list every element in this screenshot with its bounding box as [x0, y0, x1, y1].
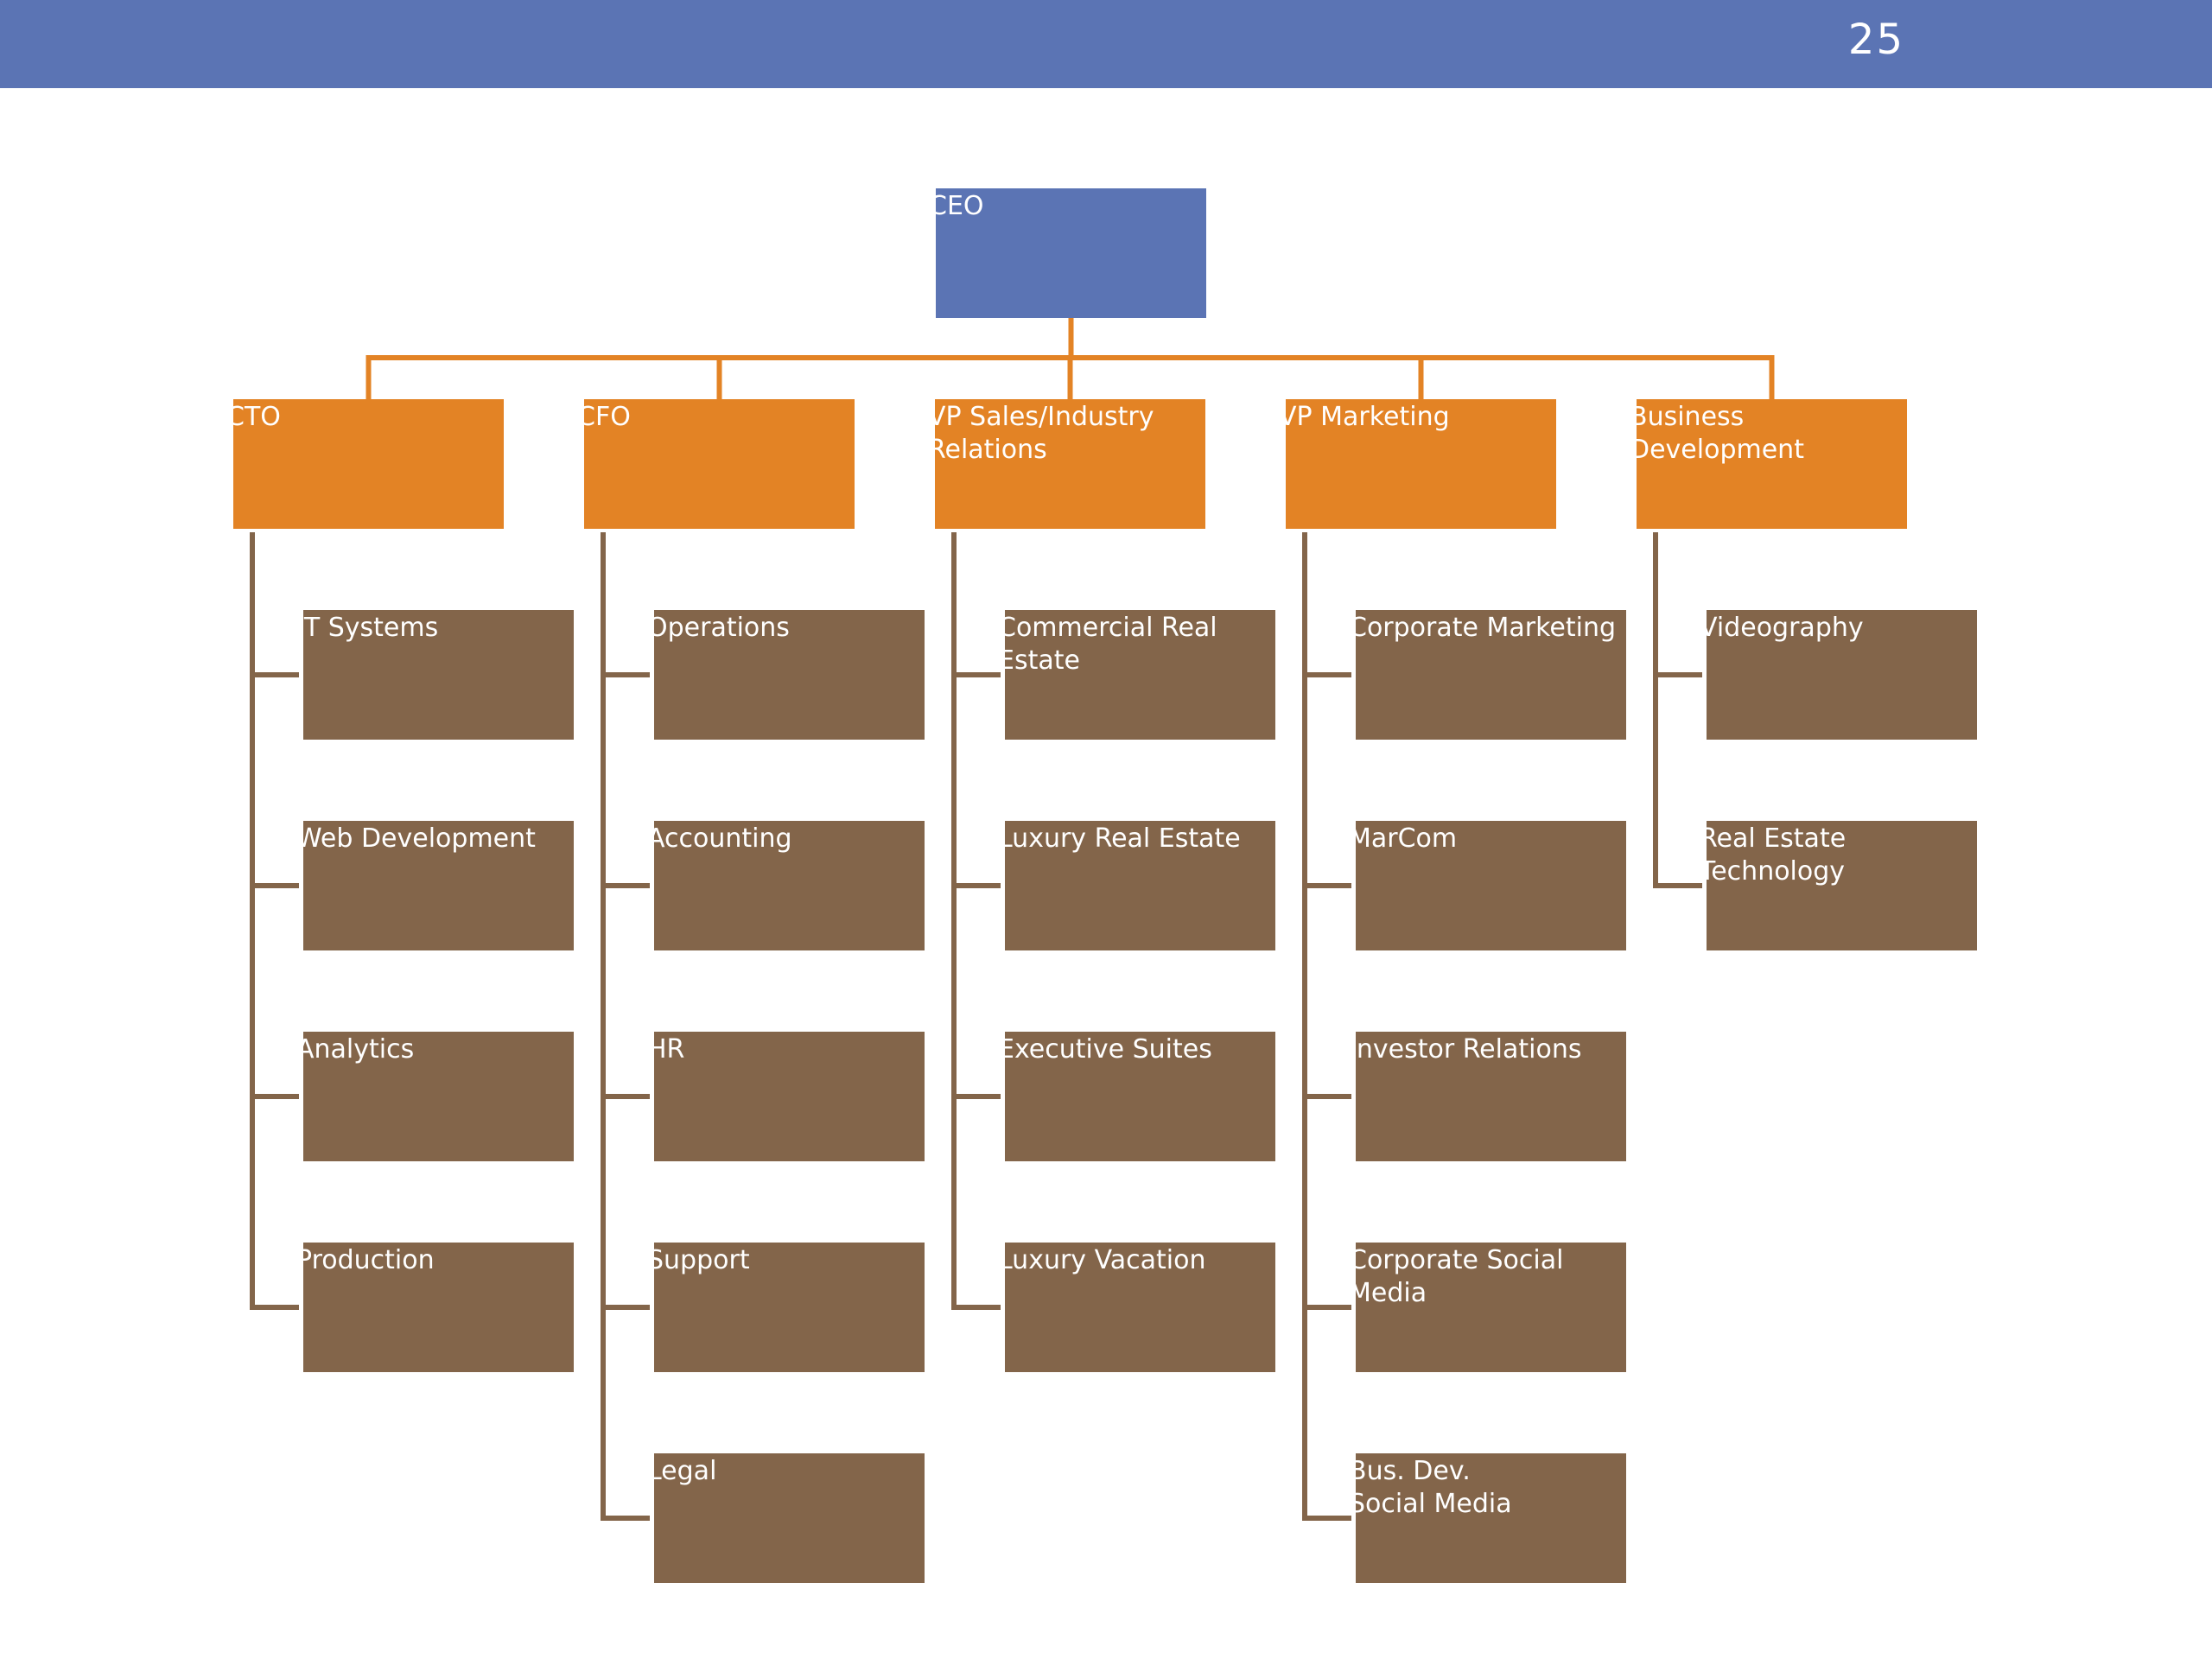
dept-box-label: IT Systems	[303, 613, 439, 643]
dept-box-label: Luxury Real Estate	[1005, 823, 1241, 854]
dept-box-label: Operations	[654, 613, 790, 643]
exec-box-label: VP Marketing	[1286, 402, 1450, 432]
dept-box: Support	[654, 1243, 925, 1372]
dept-box-label: Bus. Dev. Social Media	[1356, 1456, 1512, 1519]
ceo-box: CEO	[936, 188, 1206, 318]
dept-box: Corporate Social Media	[1356, 1243, 1626, 1372]
dept-box-label: Videography	[1707, 613, 1864, 643]
dept-box: Corporate Marketing	[1356, 610, 1626, 740]
ceo-box-label: CEO	[936, 191, 984, 221]
exec-box: CTO	[233, 399, 504, 529]
exec-box-label: CFO	[584, 402, 631, 432]
dept-box-label: Web Development	[303, 823, 536, 854]
dept-box: Commercial Real Estate	[1005, 610, 1275, 740]
dept-box-label: Investor Relations	[1356, 1034, 1582, 1065]
dept-box-label: Real Estate Technology	[1707, 823, 1847, 887]
exec-box: VP Marketing	[1286, 399, 1556, 529]
dept-box-label: Luxury Vacation	[1005, 1245, 1206, 1275]
dept-box-label: Executive Suites	[1005, 1034, 1212, 1065]
dept-box-label: Accounting	[654, 823, 792, 854]
dept-box: Executive Suites	[1005, 1032, 1275, 1161]
dept-box: HR	[654, 1032, 925, 1161]
dept-box: Analytics	[303, 1032, 574, 1161]
header-bar	[0, 0, 2212, 88]
dept-box-label: Production	[303, 1245, 435, 1275]
exec-box: Business Development	[1637, 399, 1907, 529]
exec-box-label: VP Sales/Industry Relations	[935, 402, 1154, 465]
dept-box-label: Corporate Social Media	[1356, 1245, 1564, 1308]
dept-box: Luxury Real Estate	[1005, 821, 1275, 950]
dept-box: Videography	[1707, 610, 1977, 740]
exec-box: CFO	[584, 399, 855, 529]
dept-box: Luxury Vacation	[1005, 1243, 1275, 1372]
dept-box-label: Analytics	[303, 1034, 415, 1065]
dept-box-label: HR	[654, 1034, 685, 1065]
dept-box-label: Corporate Marketing	[1356, 613, 1617, 643]
dept-box: Production	[303, 1243, 574, 1372]
exec-box: VP Sales/Industry Relations	[935, 399, 1205, 529]
dept-box: IT Systems	[303, 610, 574, 740]
dept-box-label: MarCom	[1356, 823, 1458, 854]
dept-box: Bus. Dev. Social Media	[1356, 1453, 1626, 1583]
dept-box: Legal	[654, 1453, 925, 1583]
dept-box: MarCom	[1356, 821, 1626, 950]
exec-box-label: CTO	[233, 402, 281, 432]
slide-number: 25	[1847, 16, 1904, 64]
dept-box: Web Development	[303, 821, 574, 950]
dept-box: Accounting	[654, 821, 925, 950]
dept-box-label: Legal	[654, 1456, 717, 1486]
dept-box-label: Commercial Real Estate	[1005, 613, 1217, 676]
dept-box-label: Support	[654, 1245, 750, 1275]
exec-box-label: Business Development	[1637, 402, 1804, 465]
dept-box: Operations	[654, 610, 925, 740]
dept-box: Real Estate Technology	[1707, 821, 1977, 950]
dept-box: Investor Relations	[1356, 1032, 1626, 1161]
